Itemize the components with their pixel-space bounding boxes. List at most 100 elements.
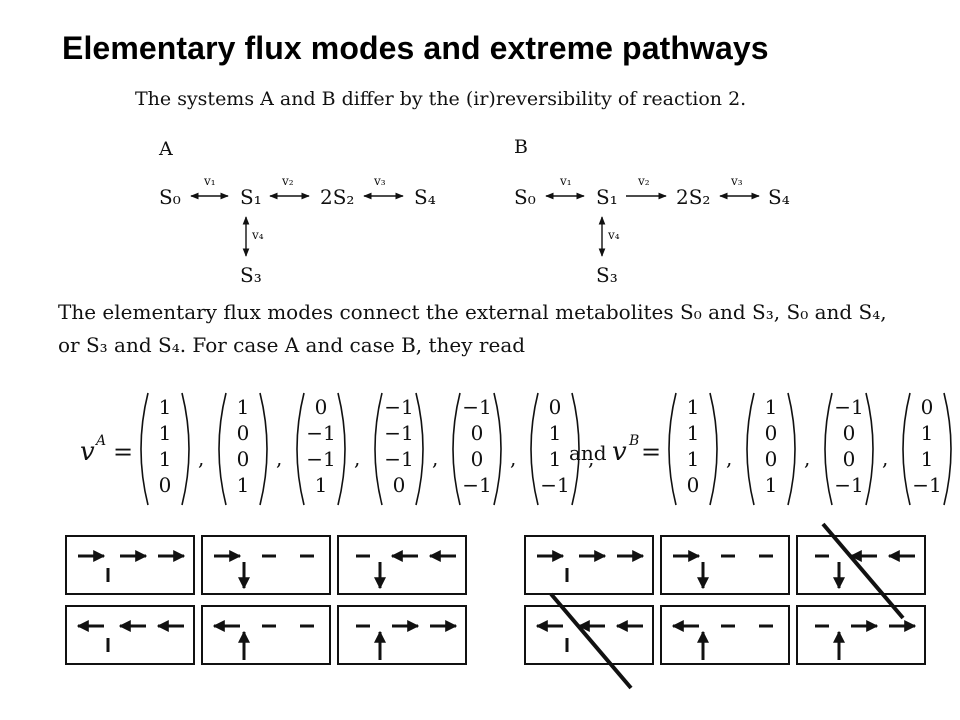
vector-entry: 1 bbox=[687, 421, 700, 445]
vb-superscript: B bbox=[628, 433, 639, 449]
reaction-v1-label: v₁ bbox=[203, 174, 216, 188]
flux-mode-equation: v A = 1110,1001,0−1−11,−1−1−10,−100−1,01… bbox=[80, 392, 952, 506]
right-paren bbox=[709, 392, 718, 506]
strike-through-line bbox=[821, 522, 905, 620]
va-vector-5: −100−1, bbox=[452, 392, 516, 506]
metabolite-s3: S₃ bbox=[240, 263, 262, 287]
flux-box-frame bbox=[201, 605, 331, 665]
vector-entry: 1 bbox=[159, 395, 172, 419]
va-vector-3: 0−1−11, bbox=[296, 392, 360, 506]
right-paren bbox=[571, 392, 580, 506]
vb-vector-3: −100−1, bbox=[824, 392, 888, 506]
strike-through-line bbox=[549, 592, 633, 690]
case-a-flux-box-5 bbox=[201, 605, 331, 665]
va-superscript: A bbox=[94, 433, 106, 449]
vector-entry: 0 bbox=[315, 395, 328, 419]
comma: , bbox=[198, 446, 204, 470]
metabolite-s0: S₀ bbox=[159, 185, 181, 209]
vector-entry: −1 bbox=[384, 447, 413, 471]
flux-box-frame bbox=[337, 605, 467, 665]
vb-symbol: v bbox=[612, 437, 627, 467]
vb-vector-4: 011−1, bbox=[902, 392, 952, 506]
right-paren bbox=[415, 392, 424, 506]
vector-entry: −1 bbox=[540, 473, 569, 497]
vector-entry: 1 bbox=[237, 395, 250, 419]
metabolite-s4: S₄ bbox=[768, 185, 790, 209]
left-paren bbox=[746, 392, 755, 506]
vector-entry: 0 bbox=[471, 447, 484, 471]
flux-mode-diagrams bbox=[65, 522, 926, 690]
left-paren bbox=[824, 392, 833, 506]
metabolite-s3: S₃ bbox=[596, 263, 618, 287]
flux-diagrams-case-a bbox=[65, 535, 467, 665]
vector-entry: 0 bbox=[471, 421, 484, 445]
comma: , bbox=[882, 446, 888, 470]
reaction-v2-label: v₂ bbox=[281, 174, 294, 188]
case-a-flux-box-3 bbox=[337, 535, 467, 595]
reaction-v4-label: v₄ bbox=[251, 228, 264, 242]
case-b-flux-box-6 bbox=[796, 605, 926, 665]
vector-entry: 1 bbox=[159, 421, 172, 445]
flux-box-frame bbox=[796, 605, 926, 665]
flux-modes-paragraph: The elementary flux modes connect the ex… bbox=[58, 296, 948, 362]
metabolite-s0: S₀ bbox=[514, 185, 536, 209]
left-paren bbox=[902, 392, 911, 506]
scheme-b: B S₀ S₁ 2S₂ S₄ S₃ v₁ v₂ v₃ v₄ bbox=[514, 136, 790, 287]
va-vector-6: 011−1, bbox=[530, 392, 594, 506]
reaction-v1-label: v₁ bbox=[559, 174, 572, 188]
metabolite-s1: S₁ bbox=[240, 185, 262, 209]
reaction-v3-label: v₃ bbox=[730, 174, 743, 188]
comma: , bbox=[588, 446, 594, 470]
right-paren bbox=[259, 392, 268, 506]
comma: , bbox=[432, 446, 438, 470]
vector-entry: −1 bbox=[384, 395, 413, 419]
scheme-b-label: B bbox=[514, 136, 528, 158]
right-paren bbox=[493, 392, 502, 506]
reaction-v3-label: v₃ bbox=[373, 174, 386, 188]
flux-box-frame bbox=[660, 605, 790, 665]
va-vector-4: −1−1−10, bbox=[374, 392, 438, 506]
vector-entry: 0 bbox=[843, 447, 856, 471]
left-paren bbox=[218, 392, 227, 506]
vector-entry: 0 bbox=[393, 473, 406, 497]
reaction-v2-label: v₂ bbox=[637, 174, 650, 188]
vector-entry: −1 bbox=[306, 421, 335, 445]
vector-entry: 0 bbox=[237, 447, 250, 471]
case-b-flux-box-1 bbox=[524, 535, 654, 595]
case-b-flux-box-2 bbox=[660, 535, 790, 595]
scheme-a: A S₀ S₁ 2S₂ S₄ S₃ v₁ v₂ v₃ v₄ bbox=[158, 138, 436, 287]
intro-text: The systems A and B differ by the (ir)re… bbox=[135, 88, 747, 110]
case-a-flux-box-2 bbox=[201, 535, 331, 595]
slide-title: Elementary flux modes and extreme pathwa… bbox=[62, 30, 769, 66]
right-paren bbox=[181, 392, 190, 506]
vector-entry: 1 bbox=[921, 447, 934, 471]
case-b-flux-box-4 bbox=[524, 605, 654, 665]
comma: , bbox=[726, 446, 732, 470]
vector-entry: 0 bbox=[765, 447, 778, 471]
vector-entry: −1 bbox=[462, 473, 491, 497]
right-paren bbox=[943, 392, 952, 506]
vector-entry: 1 bbox=[159, 447, 172, 471]
vector-entry: 0 bbox=[921, 395, 934, 419]
vector-entry: 1 bbox=[315, 473, 328, 497]
vector-entry: 0 bbox=[549, 395, 562, 419]
vector-entry: 0 bbox=[159, 473, 172, 497]
flux-box-frame bbox=[524, 535, 654, 595]
left-paren bbox=[668, 392, 677, 506]
vector-entry: 1 bbox=[549, 447, 562, 471]
right-paren bbox=[787, 392, 796, 506]
comma: , bbox=[510, 446, 516, 470]
left-paren bbox=[530, 392, 539, 506]
left-paren bbox=[452, 392, 461, 506]
comma: , bbox=[804, 446, 810, 470]
va-equals: = bbox=[113, 438, 133, 466]
vector-entry: 0 bbox=[237, 421, 250, 445]
vector-entry: 0 bbox=[843, 421, 856, 445]
